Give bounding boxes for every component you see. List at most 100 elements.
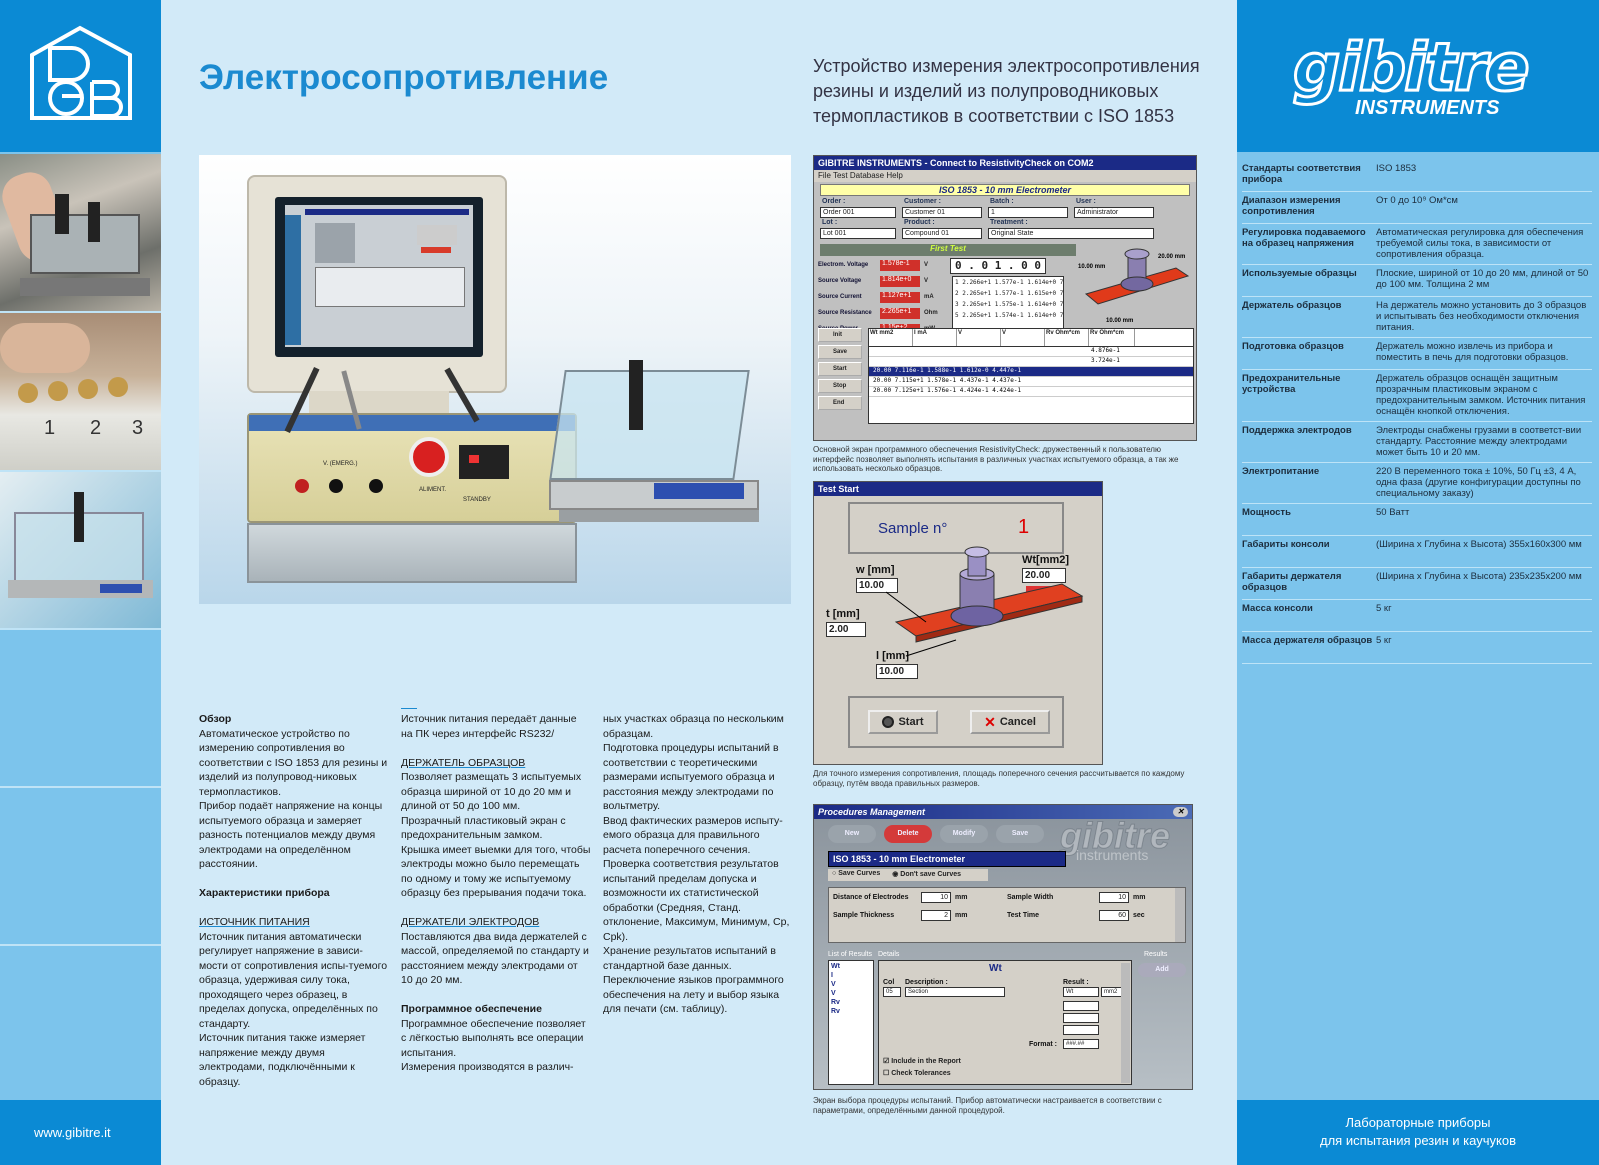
customer-field[interactable]: Customer 01 [902, 207, 982, 218]
spec-key: Регулировка подаваемого на образец напря… [1242, 227, 1366, 249]
length-input[interactable]: 10.00 [876, 664, 918, 679]
side-button-stop[interactable]: Stop [818, 379, 862, 393]
width-input[interactable]: 10.00 [856, 578, 898, 593]
sample-width-label: Sample Width [1007, 894, 1054, 901]
spec-key: Стандарты соответствия прибора [1242, 163, 1361, 185]
result-input[interactable]: Wt [1063, 987, 1099, 997]
spec-value: Плоские, шириной от 10 до 20 мм, длиной … [1376, 268, 1589, 290]
table-row[interactable]: 20.00 7.116e-1 1.588e-1 1.612e-0 4.447e-… [869, 367, 1193, 377]
paragraph: Программное обеспечение позволяет с лёгк… [401, 1017, 586, 1059]
batch-field[interactable]: 1 [988, 207, 1068, 218]
details-panel: Wt Col 05 Description : Section Result :… [878, 960, 1132, 1085]
gibitre-logo-text: gibitre [1292, 29, 1532, 106]
col-input[interactable]: 05 [883, 987, 901, 997]
description-label: Description : [905, 979, 948, 986]
curves-radio-group: ○ Save Curves ◉ Don't save Curves [828, 869, 988, 881]
side-button-start[interactable]: Start [818, 362, 862, 376]
band-stripe [0, 628, 161, 630]
test-time-input[interactable]: 60 [1099, 910, 1129, 921]
procedure-tab[interactable]: New [828, 825, 876, 843]
paragraph: Измерения производятся в различ- [401, 1061, 574, 1073]
grid-row: 5 2.265e+1 1.574e-1 1.614e+0 7.125e-1 [955, 312, 1064, 319]
user-field[interactable]: Administrator [1074, 207, 1154, 218]
window-titlebar: GIBITRE INSTRUMENTS - Connect to Resisti… [814, 156, 1196, 170]
paragraph: Источник питания передаёт данные на ПК ч… [401, 713, 577, 740]
paragraph [401, 901, 591, 916]
paragraph [401, 741, 591, 756]
side-button-end[interactable]: End [818, 396, 862, 410]
spec-value: (Ширина x Глубина x Высота) 355x160x300 … [1376, 539, 1582, 550]
result-field-3[interactable] [1063, 1013, 1099, 1023]
table-row[interactable]: 20.00 7.125e+1 1.576e-1 4.424e-1 4.424e-… [869, 387, 1193, 397]
instruments-watermark: instruments [1076, 847, 1149, 863]
side-button-save[interactable]: Save [818, 345, 862, 359]
procedure-tab[interactable]: Delete [884, 825, 932, 843]
page-subtitle: Устройство измерения электросопротивлени… [813, 56, 1200, 126]
side-button-init[interactable]: Init [818, 328, 862, 342]
product-field[interactable]: Compound 01 [902, 228, 982, 239]
menu-bar[interactable]: File Test Database Help [814, 170, 1196, 182]
reading-label: Electrom. Voltage [818, 262, 869, 268]
treatment-field[interactable]: Original State [988, 228, 1154, 239]
start-button[interactable]: Start [868, 710, 938, 734]
paragraph: Хранение результатов испытаний в стандар… [603, 945, 776, 972]
results-label: Results [1144, 951, 1168, 958]
description-input[interactable]: Section [905, 987, 1005, 997]
section-heading: Программное обеспечение [401, 1003, 542, 1015]
result-list-item[interactable]: Rv [831, 1008, 840, 1015]
holder-number-3: 3 [132, 417, 144, 439]
paragraph: Автоматическое устройство по измерению с… [199, 727, 388, 798]
thickness-param-input[interactable]: 2 [921, 910, 951, 921]
details-scrollbar[interactable] [1121, 963, 1130, 1083]
reading-value: 2.265e+1 [880, 308, 920, 319]
spec-row: Габариты консоли(Ширина x Глубина x Высо… [1242, 536, 1592, 568]
params-scrollbar[interactable] [1175, 888, 1185, 942]
paragraph: Источник питания также измеряет напряжен… [199, 1032, 366, 1088]
result-list-item[interactable]: I [831, 972, 833, 979]
include-report-checkbox[interactable]: ☑ Include in the Report [883, 1058, 961, 1065]
spec-key: Используемые образцы [1242, 268, 1357, 279]
table-row[interactable]: 4.876e-1 [869, 347, 1193, 357]
table-row[interactable]: 3.724e-1 [869, 357, 1193, 367]
website-url[interactable]: www.gibitre.it [0, 1100, 161, 1165]
spec-value: ISO 1853 [1376, 163, 1417, 174]
add-button[interactable]: Add [1138, 963, 1186, 977]
table-header-cell: V [957, 329, 1001, 346]
format-input[interactable]: ###.## [1063, 1039, 1099, 1049]
result-list-item[interactable]: Wt [831, 963, 840, 970]
table-row[interactable]: 20.00 7.115e+1 1.578e-1 4.437e-1 4.437e-… [869, 377, 1193, 387]
band-stripe [0, 944, 161, 946]
order-field[interactable]: Order 001 [820, 207, 896, 218]
spec-value: 5 кг [1376, 603, 1392, 614]
procedure-select[interactable]: ISO 1853 - 10 mm Electrometer [828, 851, 1066, 867]
result-field-2[interactable] [1063, 1001, 1099, 1011]
result-list-item[interactable]: V [831, 990, 836, 997]
thumb-divider [0, 311, 161, 313]
reading-value: 1.814e+0 [880, 276, 920, 287]
customer-label: Customer : [904, 198, 941, 205]
result-list-item[interactable]: Rv [831, 999, 840, 1006]
thickness-input[interactable]: 2.00 [826, 622, 866, 637]
close-icon[interactable]: ✕ [1173, 807, 1188, 817]
cancel-x-icon: ✕ [984, 713, 996, 730]
procedure-tab[interactable]: Modify [940, 825, 988, 843]
distance-input[interactable]: 10 [921, 892, 951, 903]
cancel-button[interactable]: ✕ Cancel [970, 710, 1050, 734]
subsection-heading: ДЕРЖАТЕЛЬ ОБРАЗЦОВ [401, 756, 526, 769]
save-curves-radio[interactable]: ○ Save Curves [832, 870, 881, 877]
procedure-tab[interactable]: Save [996, 825, 1044, 843]
paragraph [199, 901, 389, 916]
batch-label: Batch : [990, 198, 1014, 205]
dim-label-c: 10.00 mm [1106, 318, 1133, 324]
start-icon [882, 716, 895, 728]
sample-width-unit: mm [1133, 894, 1146, 901]
sample-label: Sample n° [878, 520, 948, 537]
dialog-titlebar: Test Start [814, 482, 1102, 496]
check-tolerances-checkbox[interactable]: ☐ Check Tolerances [883, 1070, 951, 1077]
lot-field[interactable]: Lot 001 [820, 228, 896, 239]
result-list-item[interactable]: V [831, 981, 836, 988]
sample-width-input[interactable]: 10 [1099, 892, 1129, 903]
result-field-4[interactable] [1063, 1025, 1099, 1035]
dont-save-curves-radio[interactable]: ◉ Don't save Curves [892, 871, 962, 878]
